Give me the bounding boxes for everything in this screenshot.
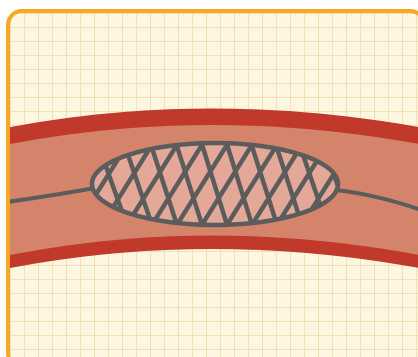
illustration-canvas [0, 0, 418, 357]
stent-in-blood-vessel-icon [0, 0, 418, 357]
